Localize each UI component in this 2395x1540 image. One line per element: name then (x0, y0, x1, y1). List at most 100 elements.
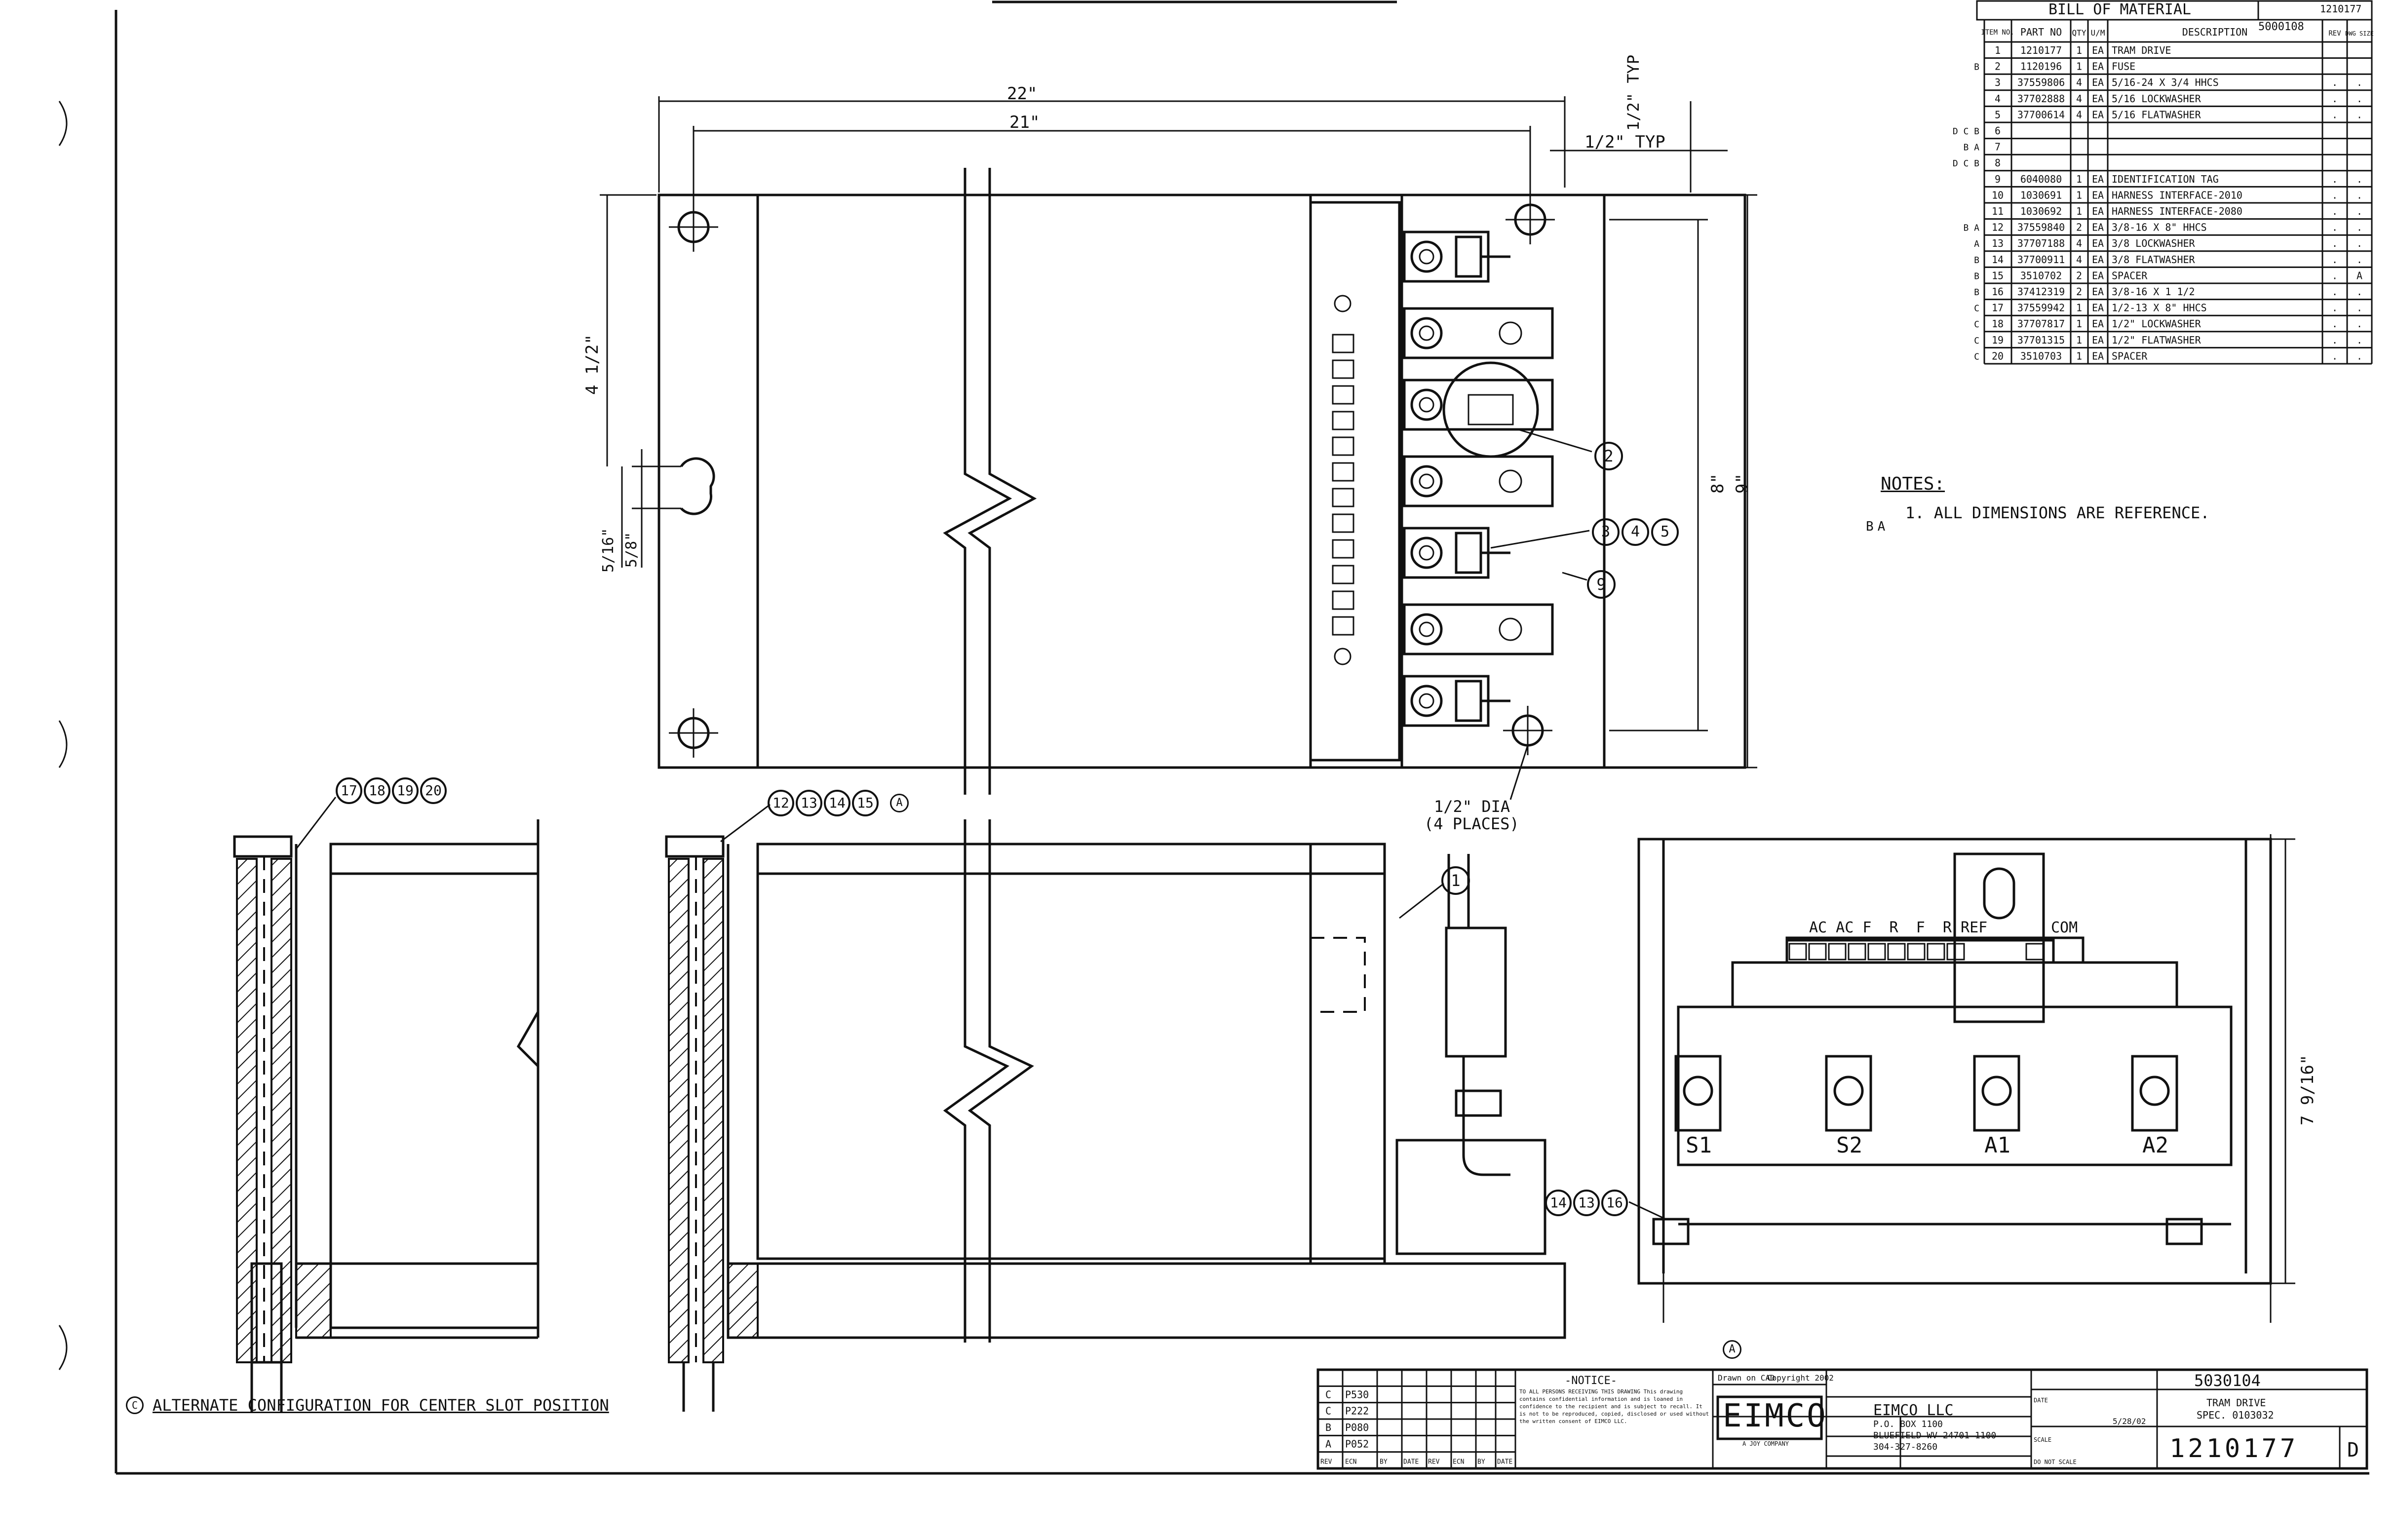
scale-label: SCALE (2034, 1436, 2052, 1443)
bom-size: . (2356, 222, 2362, 233)
drawing-number: 1210177 (2169, 1434, 2299, 1463)
bom-description: 1/2" LOCKWASHER (2112, 318, 2202, 330)
terminal-labels: AC AC F R F R REF (1809, 919, 1988, 936)
bom-qty: 4 (2076, 237, 2082, 249)
bom-description: FUSE (2112, 61, 2135, 73)
bom-um: EA (2092, 254, 2104, 266)
bom-description: 1/2" FLATWASHER (2112, 334, 2202, 346)
bom-item-number: 18 (1992, 318, 2004, 330)
revision-letter: A (1325, 1438, 1331, 1450)
rev-header-by: BY (1380, 1459, 1388, 1466)
bom-qty: 4 (2076, 254, 2082, 266)
bom-item-number: 12 (1992, 222, 2004, 233)
callout-5: 5 (1651, 518, 1679, 546)
terminal-screw-icons (1332, 295, 1354, 665)
bom-qty: 4 (2076, 77, 2082, 88)
dim-21: 21" (1009, 113, 1040, 132)
bom-revision-marks: A (1974, 239, 1979, 249)
bom-part-number: 37700614 (2017, 109, 2065, 120)
bom-description: 5/16-24 X 3/4 HHCS (2112, 77, 2219, 88)
bom-size: . (2356, 77, 2362, 88)
bom-rev: . (2332, 350, 2338, 362)
sheet-number: 5030104 (2194, 1371, 2261, 1390)
callout-19: 19 (392, 777, 419, 804)
callout-20: 20 (420, 777, 447, 804)
bom-item-number: 5 (1995, 109, 2001, 120)
bom-rev: . (2332, 254, 2338, 266)
stud-label-a2: A2 (2142, 1133, 2168, 1158)
bom-description: SPACER (2112, 270, 2148, 281)
bom-item-number: 7 (1995, 141, 2001, 153)
end-view (1637, 834, 2295, 1323)
bom-qty: 4 (2076, 93, 2082, 105)
date-label: DATE (2034, 1397, 2048, 1404)
bom-size: . (2356, 350, 2362, 362)
bom-size: . (2356, 334, 2362, 346)
callout-4: 4 (1622, 518, 1649, 546)
bom-size: . (2356, 254, 2362, 266)
company-name: EIMCO LLC (1873, 1402, 1954, 1419)
bom-revision-marks: B (1974, 271, 1979, 281)
bom-description: 3/8 LOCKWASHER (2112, 237, 2196, 249)
bom-item-number: 4 (1995, 93, 2001, 105)
callout-left-stack: 17 18 19 20 (336, 777, 447, 804)
bom-rev: . (2332, 93, 2338, 105)
bom-item-number: 11 (1992, 205, 2004, 217)
bom-size: . (2356, 189, 2362, 201)
callout-2: 2 (1594, 442, 1623, 470)
bom-revision-marks: B (1974, 255, 1979, 266)
bom-description: 3/8-16 X 8" HHCS (2112, 222, 2207, 233)
drawing-size: D (2347, 1439, 2359, 1462)
stud-label-s1: S1 (1686, 1133, 1712, 1158)
bom-rev: . (2332, 270, 2338, 281)
revision-mark-c: C (126, 1396, 144, 1414)
bom-revision-marks: D C B (1953, 158, 1979, 169)
bom-size: . (2356, 109, 2362, 120)
bom-description: 3/8 FLATWASHER (2112, 254, 2196, 266)
stud-label-a1: A1 (1984, 1133, 2010, 1158)
bom-part-number: 37707188 (2017, 237, 2065, 249)
side-view-center (516, 819, 1566, 1412)
bom-rev: . (2332, 222, 2338, 233)
rev-header-rev: REV (1320, 1459, 1332, 1466)
bom-description: TRAM DRIVE (2112, 44, 2171, 56)
dim-5-8: 5/8" (623, 532, 640, 568)
bom-revision-marks: B A (1963, 143, 1979, 153)
bom-item-number: 19 (1992, 334, 2004, 346)
bom-revision-marks: C (1974, 304, 1979, 314)
company-logo-sub: A JOY COMPANY (1742, 1440, 1789, 1447)
bom-rev: . (2332, 334, 2338, 346)
bom-description: 5/16 FLATWASHER (2112, 109, 2202, 120)
bom-qty: 1 (2076, 334, 2082, 346)
bom-header-item: ITEM NO. (1981, 29, 2014, 37)
bom-item-number: 9 (1995, 173, 2001, 185)
callout-mid-stack: 12 13 14 15 A (768, 790, 909, 816)
callout-18: 18 (364, 777, 390, 804)
bom-um: EA (2092, 109, 2104, 120)
callout-14b: 14 (1545, 1190, 1572, 1216)
bom-sub-ref: 5000108 (2258, 21, 2304, 33)
company-address2: BLUEFIELD WV 24701-1100 (1873, 1430, 1997, 1441)
bom-description: SPACER (2112, 350, 2148, 362)
bom-qty: 2 (2076, 222, 2082, 233)
company-address1: P.O. BOX 1100 (1873, 1419, 1943, 1429)
drawing-title-line2: SPEC. 0103032 (2197, 1409, 2274, 1421)
bom-rev: . (2332, 189, 2338, 201)
dim-hole-places: (4 PLACES) (1424, 814, 1519, 833)
bom-item-number: 16 (1992, 286, 2004, 298)
bom-description: IDENTIFICATION TAG (2112, 173, 2219, 185)
revision-ecn: P530 (1345, 1388, 1369, 1400)
bom-rev: . (2332, 77, 2338, 88)
bom-description: HARNESS INTERFACE-2080 (2112, 205, 2242, 217)
bom-revision-marks: B (1974, 287, 1979, 298)
bom-revision-marks: C (1974, 336, 1979, 346)
revision-mark-bottom: A (1723, 1340, 1741, 1359)
callout-right-stack: 14 13 16 (1545, 1190, 1628, 1216)
alt-config-note: C ALTERNATE CONFIGURATION FOR CENTER SLO… (126, 1396, 609, 1415)
bom-um: EA (2092, 350, 2104, 362)
bom-size: . (2356, 173, 2362, 185)
bom-qty: 1 (2076, 44, 2082, 56)
bom-qty: 1 (2076, 173, 2082, 185)
bom-qty: 2 (2076, 270, 2082, 281)
